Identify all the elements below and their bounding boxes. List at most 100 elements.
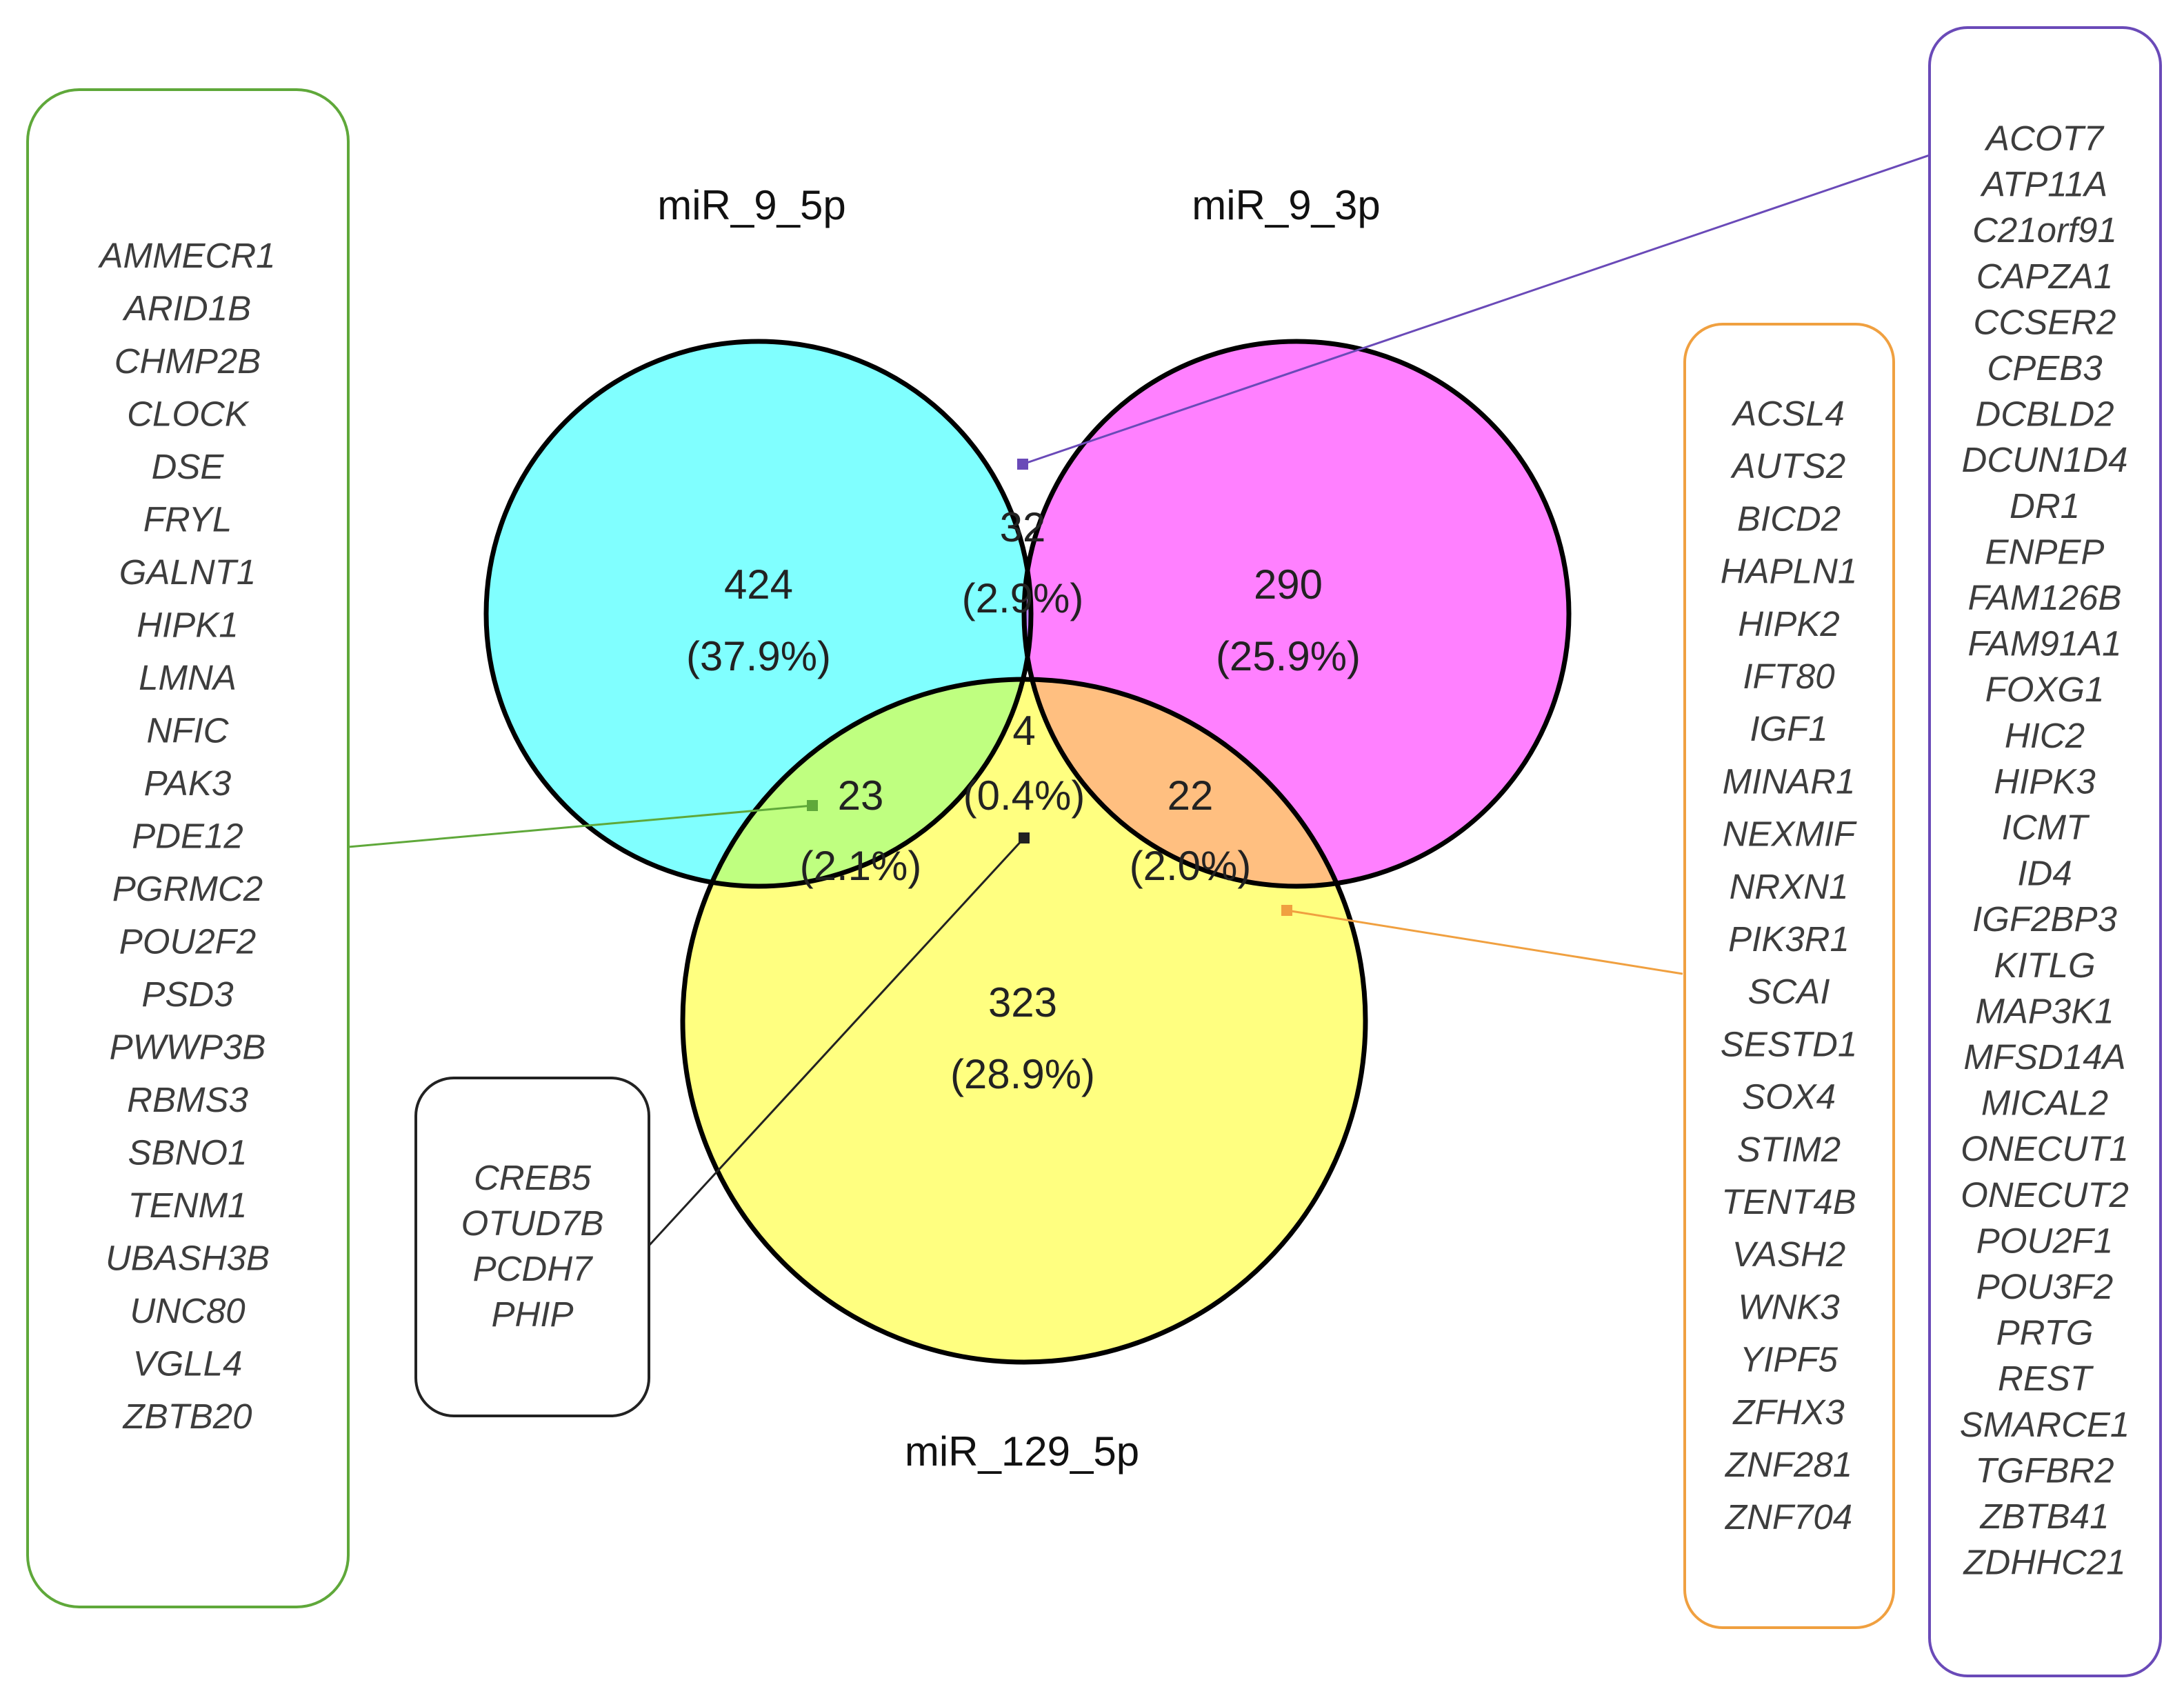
gene-label: ATP11A [1980,165,2107,204]
gene-label: POU2F1 [1976,1221,2113,1260]
gene-label: MINAR1 [1723,761,1856,801]
set-label-c: miR_129_5p [905,1428,1139,1475]
gene-label: DCUN1D4 [1962,440,2128,479]
gene-label: UNC80 [130,1291,245,1330]
gene-label: STIM2 [1737,1130,1841,1169]
gene-label: HIPK1 [137,606,238,645]
gene-label: REST [1998,1359,2094,1398]
gene-label: ZFHX3 [1732,1392,1845,1432]
gene-label: UBASH3B [106,1239,270,1278]
gene-label: C21orf91 [1972,210,2117,250]
region-ab-percent: (2.9%) [962,575,1084,621]
gene-label: WNK3 [1738,1287,1839,1326]
gene-label: OTUD7B [461,1203,604,1243]
gene-list-ab: ACOT7ATP11AC21orf91CAPZA1CCSER2CPEB3DCBL… [1960,119,2130,1582]
region-c-count: 323 [988,979,1057,1026]
gene-label: DSE [152,447,225,486]
gene-label: ENPEP [1985,532,2105,571]
leader-dot-ab [1017,459,1028,470]
gene-label: ICMT [2002,808,2090,847]
leader-line-ab [1022,154,1930,466]
gene-label: ONECUT1 [1961,1129,2129,1168]
gene-label: FAM126B [1968,578,2122,617]
gene-box-bc [1683,323,1895,1629]
gene-label: ACSL4 [1731,394,1845,433]
gene-label: SESTD1 [1721,1024,1857,1063]
gene-label: POU2F2 [119,922,256,961]
gene-label: CREB5 [474,1158,592,1197]
leader-dot-ac [807,800,818,811]
gene-box-abc [414,1077,650,1417]
gene-label: HIPK2 [1738,604,1839,643]
gene-label: YIPF5 [1740,1340,1838,1379]
gene-list-bc: ACSL4AUTS2BICD2HAPLN1HIPK2IFT80IGF1MINAR… [1721,394,1857,1537]
leader-dot-abc [1019,832,1030,843]
region-a-percent: (37.9%) [686,633,831,679]
region-bc-count: 22 [1168,772,1214,819]
gene-label: CLOCK [127,394,250,434]
gene-label: ZDHHC21 [1963,1543,2125,1582]
gene-label: ZBTB41 [1979,1497,2109,1536]
leader-line-bc [1286,909,1683,975]
gene-label: DR1 [2010,486,2080,526]
gene-label: PSD3 [141,975,233,1014]
set-c-outline [680,677,1368,1365]
gene-label: PWWP3B [110,1028,266,1067]
gene-label: NFIC [147,711,230,750]
gene-label: HIC2 [2005,716,2085,755]
leader-line-abc [648,837,1025,1246]
gene-label: TENT4B [1721,1182,1856,1221]
gene-label: SOX4 [1742,1077,1836,1117]
gene-label: IGF2BP3 [1972,899,2117,939]
gene-label: ARID1B [122,289,251,328]
gene-label: BICD2 [1737,499,1841,538]
gene-label: LMNA [139,658,237,697]
region-c-percent: (28.9%) [950,1051,1095,1097]
region-abc-percent: (0.4%) [963,772,1085,819]
gene-label: AUTS2 [1730,446,1845,486]
gene-label: NEXMIF [1723,815,1858,854]
region-bc-percent: (2.0%) [1130,843,1252,889]
region-ac-percent: (2.1%) [800,843,922,889]
gene-list-ac: AMMECR1ARID1BCHMP2BCLOCKDSEFRYLGALNT1HIP… [97,236,275,1436]
gene-label: CPEB3 [1987,348,2102,388]
gene-label: ONECUT2 [1961,1175,2129,1215]
gene-label: HIPK3 [1994,761,2095,801]
gene-label: VGLL4 [133,1344,243,1384]
gene-label: IFT80 [1743,657,1834,696]
gene-label: VASH2 [1732,1235,1845,1274]
gene-label: ZNF281 [1725,1445,1852,1484]
leader-dot-bc [1281,905,1292,916]
gene-label: ACOT7 [1984,119,2105,158]
gene-label: PRTG [1996,1313,2094,1352]
region-ac-fill [683,679,1031,886]
gene-label: RBMS3 [127,1080,248,1119]
gene-label: DCBLD2 [1975,394,2114,434]
set-b-outline [1021,339,1572,889]
gene-label: MICAL2 [1981,1083,2108,1123]
gene-label: SMARCE1 [1960,1405,2130,1444]
gene-label: ID4 [2017,854,2072,893]
gene-label: SBNO1 [128,1133,248,1172]
region-ab-count: 32 [1000,504,1046,550]
gene-label: FAM91A1 [1968,624,2122,663]
gene-label: KITLG [1994,946,2095,985]
gene-label: ZBTB20 [122,1397,252,1436]
region-abc-count: 4 [1012,708,1035,754]
set-label-b: miR_9_3p [1192,182,1381,228]
set-label-a: miR_9_5p [657,182,846,228]
gene-label: PHIP [491,1295,573,1334]
gene-box-ab [1928,26,2162,1677]
region-b-count: 290 [1254,561,1323,608]
gene-label: GALNT1 [119,552,256,592]
gene-box-ac [26,88,350,1608]
gene-label: FOXG1 [1985,670,2105,709]
region-b-percent: (25.9%) [1216,633,1361,679]
gene-label: POU3F2 [1976,1267,2113,1306]
gene-label: TENM1 [128,1186,248,1225]
gene-label: AMMECR1 [97,236,275,275]
region-a-count: 424 [724,561,793,608]
gene-label: PCDH7 [473,1249,594,1288]
